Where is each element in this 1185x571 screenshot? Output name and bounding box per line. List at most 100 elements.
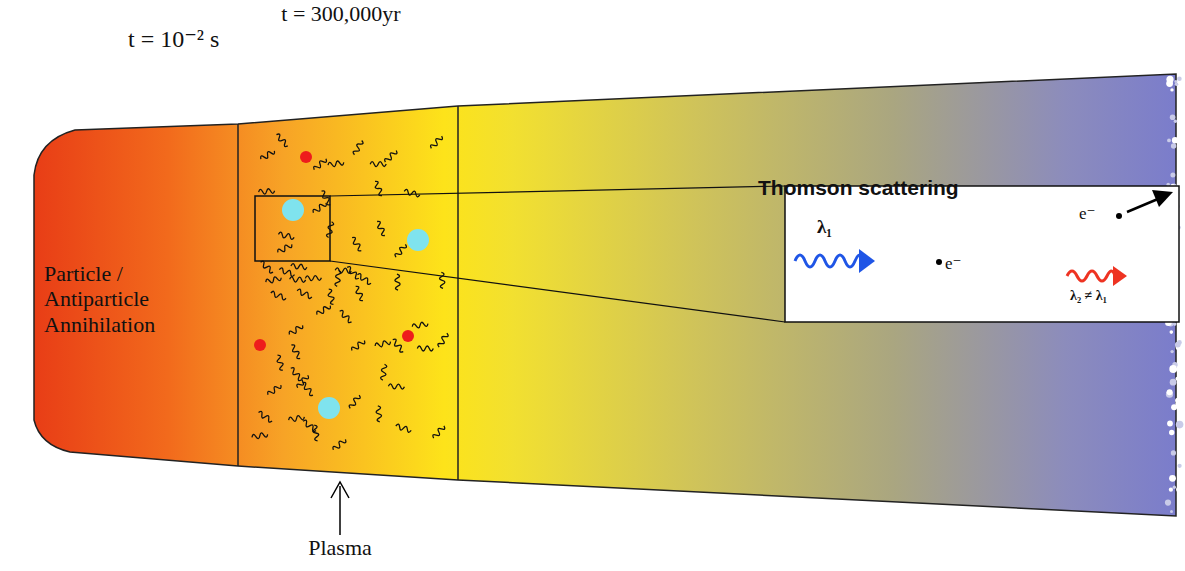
photon-squiggle — [384, 149, 399, 164]
photon-squiggle — [412, 321, 429, 329]
photon-squiggle — [296, 288, 313, 299]
fuzz-dot — [1173, 486, 1176, 489]
photon-squiggle — [404, 189, 421, 197]
electron-label: e⁻ — [1079, 204, 1096, 224]
fuzz-dot — [1169, 365, 1177, 373]
fuzz-dot — [1167, 389, 1173, 395]
photon-squiggle — [258, 188, 274, 194]
annihilation-region: Particle / Antiparticle Annihilation — [40, 255, 200, 365]
photon-squiggle — [301, 381, 315, 396]
photon-squiggle — [388, 384, 404, 389]
fuzz-dot — [1169, 430, 1174, 435]
photon-squiggle — [338, 309, 353, 323]
electron-dot — [402, 330, 414, 342]
photon-squiggle — [275, 354, 285, 371]
photon-squiggle — [316, 304, 332, 317]
incoming-photon — [795, 255, 863, 267]
photon-squiggle — [257, 410, 273, 423]
photon-squiggle — [374, 339, 391, 348]
photon-squiggle — [289, 344, 302, 360]
photon-squiggle — [432, 424, 446, 439]
region-label: Particle / Antiparticle Annihilation — [44, 261, 184, 337]
photon-squiggle — [395, 424, 412, 433]
fuzz-dot — [1178, 464, 1182, 468]
zoom-leader — [330, 261, 785, 322]
electron-dot — [300, 151, 312, 163]
photon-squiggle — [267, 383, 283, 397]
photon-squiggle — [375, 220, 387, 236]
outgoing-photon-head — [1113, 266, 1127, 286]
fuzz-dot — [1170, 330, 1174, 334]
photon-squiggle — [265, 275, 282, 284]
photon-squiggle — [394, 274, 400, 290]
fuzz-dot — [1170, 379, 1177, 386]
inset-frame — [785, 186, 1179, 322]
fuzz-dot — [1167, 421, 1173, 427]
plasma-pointer-head — [331, 482, 349, 498]
fuzz-dot — [1177, 77, 1182, 82]
fuzz-dot — [1170, 350, 1173, 353]
incoming-photon-head — [859, 249, 875, 273]
photon-squiggle — [326, 288, 335, 305]
photon-squiggle — [335, 268, 351, 274]
fuzz-dot — [1171, 143, 1176, 148]
outgoing-photon — [1067, 271, 1115, 281]
photon-squiggle — [350, 236, 363, 252]
photon-squiggle — [370, 161, 386, 166]
nucleus-dot — [282, 199, 304, 221]
fuzz-dot — [1171, 404, 1177, 410]
fuzz-dot — [1166, 80, 1173, 87]
photon-squiggle — [259, 149, 275, 162]
era-divider — [457, 106, 459, 480]
fuzz-dot — [1167, 139, 1171, 143]
photon-squiggle — [288, 415, 305, 423]
photon-squiggle — [296, 374, 310, 390]
photon-squiggle — [417, 346, 433, 351]
photon-squiggle — [278, 232, 295, 240]
time-label: t = 10⁻² s — [128, 26, 219, 53]
photon-squiggle — [288, 323, 304, 336]
electron-label: e⁻ — [945, 254, 962, 274]
inset-heading: Thomson scattering — [758, 176, 959, 200]
region-label: Plasma — [280, 536, 400, 561]
fuzz-dot — [1174, 120, 1177, 123]
fuzz-dot — [1175, 83, 1179, 87]
photon-squiggle — [348, 394, 361, 410]
fuzz-dot — [1170, 510, 1173, 513]
photon-squiggle — [279, 267, 296, 277]
photon-squiggles — [251, 133, 449, 452]
fuzz-dot — [1170, 115, 1176, 121]
fuzz-dot — [1176, 367, 1181, 372]
photon-squiggle — [439, 272, 446, 288]
photon-squiggle — [350, 339, 366, 353]
photon-squiggle — [375, 406, 382, 422]
photon-squiggle — [332, 437, 347, 451]
nucleus-dot — [407, 229, 429, 251]
photon-squiggle — [394, 243, 407, 259]
photon-squiggle — [353, 285, 365, 302]
fuzz-dot — [1169, 488, 1173, 492]
photon-squiggle — [437, 332, 449, 348]
fuzz-dot — [1170, 172, 1175, 177]
photon-squiggle — [302, 419, 318, 432]
fuzz-dot — [1176, 421, 1184, 429]
fuzz-dot — [1175, 342, 1181, 348]
zoom-rectangle — [255, 196, 330, 261]
photon-squiggle — [270, 291, 287, 301]
photon-squiggle — [429, 134, 443, 149]
fuzz-dot — [1174, 80, 1177, 83]
photon-squiggle — [275, 133, 290, 148]
photon-squiggle — [391, 338, 405, 353]
time-label: t = 300,000yr — [280, 2, 402, 27]
electron-dot — [936, 259, 942, 265]
photon-squiggle — [312, 201, 328, 215]
photon-squiggle — [291, 264, 307, 270]
fuzz-dot — [1175, 377, 1179, 381]
photon-squiggle — [328, 160, 345, 168]
photon-squiggle — [380, 364, 387, 380]
electron-dot — [1116, 213, 1122, 219]
photon-squiggle — [313, 157, 328, 172]
photon-squiggle — [305, 275, 321, 281]
nucleus-dot — [318, 397, 340, 419]
fuzz-dot — [1176, 487, 1181, 492]
